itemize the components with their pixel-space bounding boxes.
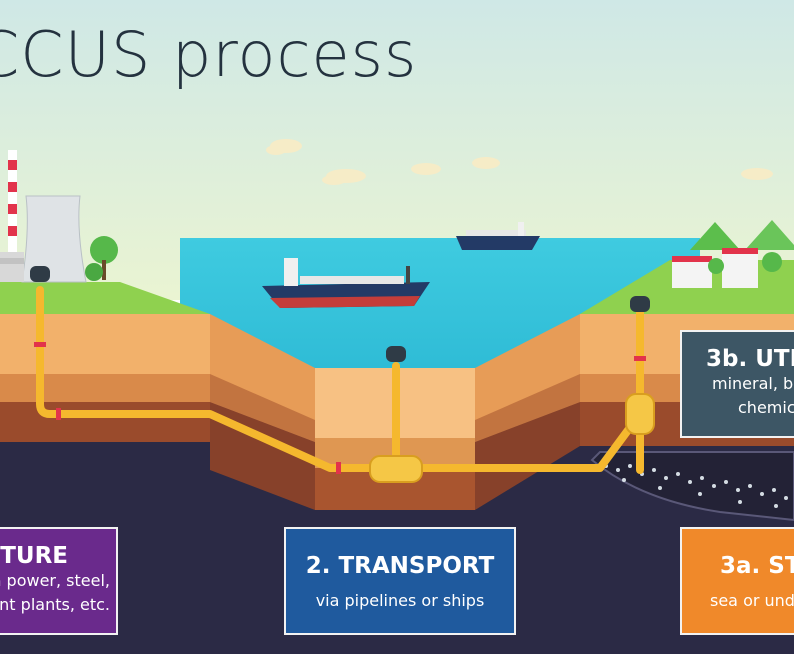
storage-title: 3a. STORAGE xyxy=(720,553,794,579)
clouds xyxy=(266,139,773,185)
utilisation-line2: chemical xyxy=(738,398,794,417)
pipe-valves xyxy=(369,393,655,483)
transport-line1: via pipelines or ships xyxy=(315,591,485,610)
pipe-joints xyxy=(34,342,646,474)
power-plant xyxy=(0,150,118,283)
left-land xyxy=(0,282,210,442)
utilisation-title: 3b. UTILISATION xyxy=(706,346,794,372)
transport-box: 2. TRANSPORT via pipelines or ships xyxy=(284,527,516,635)
utilisation-box: 3b. UTILISATION mineral, bio- chemical xyxy=(680,330,794,438)
storage-box: 3a. STORAGE sea or underground xyxy=(680,527,794,635)
cargo-ship-large xyxy=(262,258,430,308)
utilisation-line1: mineral, bio- xyxy=(712,374,794,393)
page-title: CCUS process xyxy=(0,18,418,91)
capture-line1: from power, steel, xyxy=(0,571,110,590)
capture-box: 1. CAPTURE from power, steel, cement pla… xyxy=(0,527,118,635)
capture-line2: cement plants, etc. xyxy=(0,595,110,614)
industry-right xyxy=(672,220,794,288)
storage-line1: sea or underground xyxy=(710,591,794,610)
right-slope xyxy=(475,314,580,510)
cargo-ship-small xyxy=(456,222,540,250)
capture-title: 1. CAPTURE xyxy=(0,543,68,569)
pipeline xyxy=(36,286,644,474)
transport-title: 2. TRANSPORT xyxy=(305,553,495,579)
wellheads xyxy=(30,266,650,362)
